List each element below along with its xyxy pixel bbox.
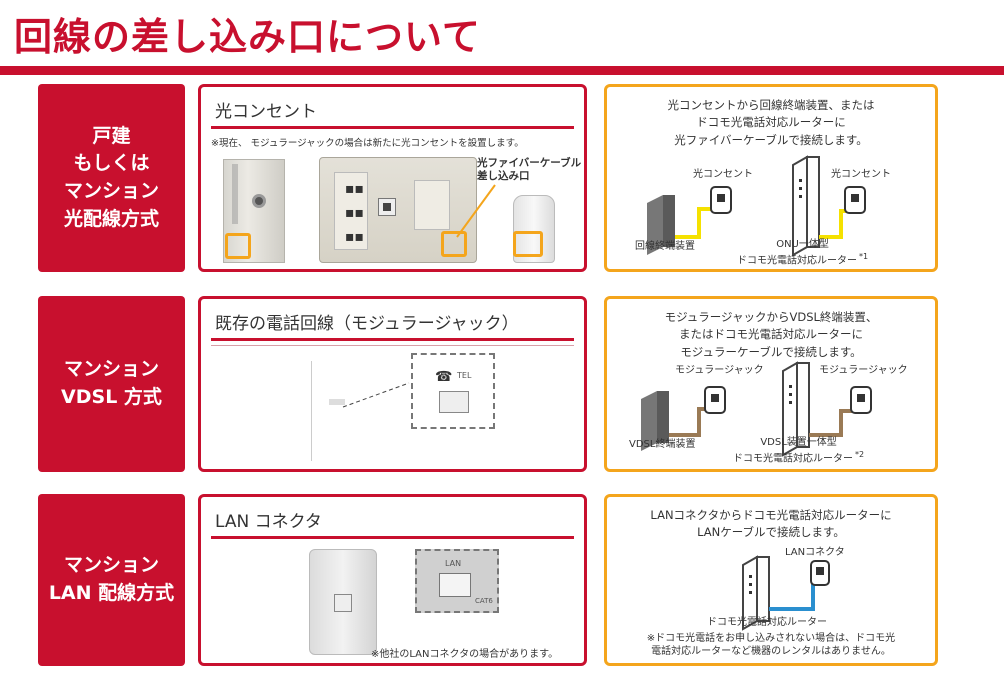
router-label: ドコモ光電話対応ルーター <box>707 617 827 628</box>
zoom-line <box>342 382 410 408</box>
router-label-text: VDSL装置一体型 ドコモ光電話対応ルーター <box>733 437 853 464</box>
panel-vdsl-diagram: モジュラージャックからVDSL終端装置、 またはドコモ光電話対応ルーターに モジ… <box>604 296 938 472</box>
router-label: VDSL装置一体型 ドコモ光電話対応ルーター*2 <box>733 437 864 465</box>
outlet-label: モジュラージャック <box>675 365 764 376</box>
callout-line <box>456 184 496 238</box>
jack-zoom-box: ☎ TEL <box>411 353 495 429</box>
panel-heading: 既存の電話回線（モジュラージャック） <box>215 314 519 334</box>
jack-label: TEL <box>457 371 472 380</box>
panel-note: ※他社のLANコネクタの場合があります。 <box>371 649 559 660</box>
wall-plate-photo <box>223 159 285 263</box>
outlet-label: LANコネクタ <box>785 547 845 558</box>
panel-rule <box>211 126 574 129</box>
footnote: ※ドコモ光電話をお申し込みされない場合は、ドコモ光 電話対応ルーターなど機器のレ… <box>646 633 896 657</box>
connection-description: モジュラージャックからVDSL終端装置、 またはドコモ光電話対応ルーターに モジ… <box>664 310 878 359</box>
phone-icon: ☎ <box>435 369 453 385</box>
optical-outlet-photo <box>513 195 555 263</box>
panel-fiber-diagram: 光コンセントから回線終端装置、または ドコモ光電話対応ルーターに 光ファイバーケ… <box>604 84 938 272</box>
panel-heading: 光コンセント <box>215 102 317 122</box>
vdsl-connection-diagram <box>641 361 872 457</box>
panel-modular-jack: 既存の電話回線（モジュラージャック） ☎ TEL <box>198 296 587 472</box>
panel-heading: LAN コネクタ <box>215 512 322 532</box>
row-label-lan: マンション LAN 配線方式 <box>38 494 185 666</box>
panel-lan-diagram: LANコネクタからドコモ光電話対応ルーターに LANケーブルで接続します。 LA… <box>604 494 938 666</box>
router-label-text: ONU一体型 ドコモ光電話対応ルーター <box>737 239 857 266</box>
wall-edge <box>311 361 312 461</box>
row-label-fiber: 戸建 もしくは マンション 光配線方式 <box>38 84 185 272</box>
small-jack-photo <box>329 399 345 405</box>
port-highlight <box>513 231 543 257</box>
device-label: 回線終端装置 <box>635 241 695 252</box>
lan-zoom-box: LAN CAT6 <box>415 549 499 613</box>
modular-jack-port <box>439 391 469 413</box>
cat-label: CAT6 <box>475 597 493 605</box>
router-label: ONU一体型 ドコモ光電話対応ルーター*1 <box>737 239 868 267</box>
connection-description: 光コンセントから回線終端装置、または ドコモ光電話対応ルーターに 光ファイバーケ… <box>667 98 875 147</box>
panel-note: ※現在、 モジュラージャックの場合は新たに光コンセントを設置します。 <box>211 138 524 149</box>
outlet-label: 光コンセント <box>831 169 891 180</box>
page-title: 回線の差し込み口について <box>14 15 481 59</box>
panel-fiber-outlet: 光コンセント ※現在、 モジュラージャックの場合は新たに光コンセントを設置します… <box>198 84 587 272</box>
port-highlight <box>441 231 467 257</box>
panel-lan-connector: LAN コネクタ LAN CAT6 ※他社のLANコネクタの場合があります。 <box>198 494 587 666</box>
connection-description: LANコネクタからドコモ光電話対応ルーターに LANケーブルで接続します。 <box>650 508 892 540</box>
footnote-marker: *2 <box>855 449 865 459</box>
lan-plate-photo <box>309 549 377 655</box>
lan-port <box>439 573 471 597</box>
panel-rule <box>211 338 574 341</box>
fiber-connection-diagram <box>647 155 866 257</box>
title-divider <box>0 66 1004 75</box>
outlet-label: 光コンセント <box>693 169 753 180</box>
lan-port-label: LAN <box>445 559 462 568</box>
row-label-vdsl: マンション VDSL 方式 <box>38 296 185 472</box>
outlet-label: モジュラージャック <box>819 365 908 376</box>
fiber-port-callout: 光ファイバーケーブル 差し込み口 <box>477 157 582 183</box>
panel-rule <box>211 536 574 539</box>
device-label: VDSL終端装置 <box>629 439 696 450</box>
port-highlight <box>225 233 251 259</box>
lan-connection-diagram <box>742 555 830 631</box>
footnote-marker: *1 <box>859 251 869 261</box>
panel-rule <box>211 345 574 346</box>
